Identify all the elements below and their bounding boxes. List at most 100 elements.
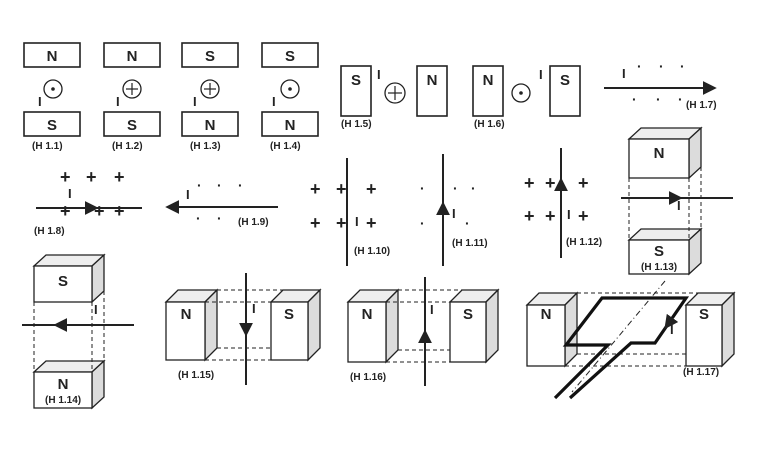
- svg-text:+: +: [366, 213, 377, 233]
- current-label: I: [68, 186, 72, 201]
- svg-text:+: +: [366, 179, 377, 199]
- svg-text:·: ·: [632, 91, 637, 107]
- pole-label: N: [285, 117, 296, 134]
- figure-caption: (H 1.11): [452, 238, 488, 249]
- current-label: I: [94, 302, 98, 317]
- figure-caption: (H 1.10): [354, 246, 390, 257]
- pole-label: S: [654, 243, 664, 260]
- figure-h1-5: S I N (H 1.5): [340, 65, 448, 130]
- pole-label: N: [541, 306, 552, 323]
- pole-label: N: [362, 306, 373, 323]
- figure-h1-15: N S I (H 1.15): [164, 273, 322, 385]
- current-label: I: [38, 94, 42, 109]
- figure-h1-17: N S I (H 1.17): [525, 280, 736, 400]
- pole-label: N: [58, 376, 69, 393]
- svg-text:+: +: [336, 213, 347, 233]
- svg-text:+: +: [545, 173, 556, 193]
- figure-h1-16: N S I (H 1.16): [346, 277, 500, 386]
- svg-text:+: +: [114, 167, 125, 187]
- figure-h1-9: I · · · · · (H 1.9): [165, 177, 278, 228]
- current-label: I: [677, 198, 681, 213]
- magnet-top: [33, 265, 93, 303]
- magnet-right: [449, 301, 487, 363]
- svg-text:+: +: [86, 167, 97, 187]
- current-arrow: [664, 313, 679, 330]
- figure-h1-1: N I S (H 1.1): [23, 42, 81, 152]
- svg-text:+: +: [114, 201, 125, 221]
- svg-text:+: +: [310, 213, 321, 233]
- pole-label: N: [654, 145, 665, 162]
- figure-h1-7: I · · · · · · (H 1.7): [604, 58, 717, 111]
- magnet-top: [628, 138, 690, 179]
- figure-caption: (H 1.6): [474, 119, 505, 130]
- svg-text:·: ·: [471, 180, 476, 196]
- svg-text:·: ·: [465, 215, 470, 231]
- svg-text:·: ·: [680, 58, 685, 74]
- pole-label: S: [351, 72, 361, 89]
- figure-caption: (H 1.8): [34, 226, 65, 237]
- figure-h1-4: S I N (H 1.4): [261, 42, 319, 152]
- svg-text:·: ·: [420, 180, 425, 196]
- svg-text:+: +: [524, 206, 535, 226]
- figure-h1-2: N I S (H 1.2): [103, 42, 161, 152]
- pole-label: S: [285, 48, 295, 65]
- magnet-bottom: [181, 111, 239, 137]
- current-label: I: [622, 66, 626, 81]
- svg-text:·: ·: [217, 210, 222, 226]
- magnet-right: [270, 301, 309, 361]
- figure-caption: (H 1.16): [350, 372, 386, 383]
- magnet-left: [526, 304, 566, 367]
- figure-h1-12: + + + + + I + (H 1.12): [524, 148, 602, 258]
- svg-text:·: ·: [420, 215, 425, 231]
- figure-caption: (H 1.7): [686, 100, 717, 111]
- figure-caption: (H 1.17): [683, 367, 719, 378]
- current-label: I: [670, 322, 674, 337]
- figure-h1-13: N S I (H 1.13): [621, 126, 733, 276]
- rotation-axis: [571, 280, 666, 393]
- magnet-bottom: [261, 111, 319, 137]
- svg-text:+: +: [94, 201, 105, 221]
- magnet-left: [340, 65, 372, 117]
- svg-text:·: ·: [637, 58, 642, 74]
- figure-caption: (H 1.1): [32, 141, 63, 152]
- svg-text:+: +: [60, 167, 71, 187]
- figure-caption: (H 1.5): [341, 119, 372, 130]
- magnet-top: [23, 42, 81, 68]
- current-label: I: [430, 302, 434, 317]
- pole-label: N: [483, 72, 494, 89]
- svg-text:+: +: [336, 179, 347, 199]
- svg-text:+: +: [60, 201, 71, 221]
- figure-caption: (H 1.4): [270, 141, 301, 152]
- current-label: I: [116, 94, 120, 109]
- magnet-bottom: [628, 239, 690, 275]
- pole-label: S: [127, 117, 137, 134]
- figure-caption: (H 1.13): [641, 262, 677, 273]
- magnet-top: [103, 42, 161, 68]
- pole-label: S: [58, 273, 68, 290]
- pole-label: N: [47, 48, 58, 65]
- current-label: I: [252, 301, 256, 316]
- magnet-right: [685, 304, 723, 367]
- magnet-left: [347, 301, 387, 363]
- pole-label: S: [560, 72, 570, 89]
- svg-text:·: ·: [197, 177, 202, 193]
- svg-text:·: ·: [659, 58, 664, 74]
- svg-text:+: +: [524, 173, 535, 193]
- figure-h1-3: S I N (H 1.3): [181, 42, 239, 152]
- pole-label: S: [284, 306, 294, 323]
- figure-caption: (H 1.2): [112, 141, 143, 152]
- current-label: I: [452, 206, 456, 221]
- pole-label: N: [205, 117, 216, 134]
- magnet-right: [416, 65, 448, 117]
- pole-label: N: [181, 306, 192, 323]
- pole-label: N: [127, 48, 138, 65]
- current-label: I: [567, 207, 571, 222]
- magnet-bottom: [23, 111, 81, 137]
- figure-caption: (H 1.14): [45, 395, 81, 406]
- current-label: I: [539, 67, 543, 82]
- current-label: I: [272, 94, 276, 109]
- svg-text:·: ·: [453, 180, 458, 196]
- svg-text:·: ·: [217, 177, 222, 193]
